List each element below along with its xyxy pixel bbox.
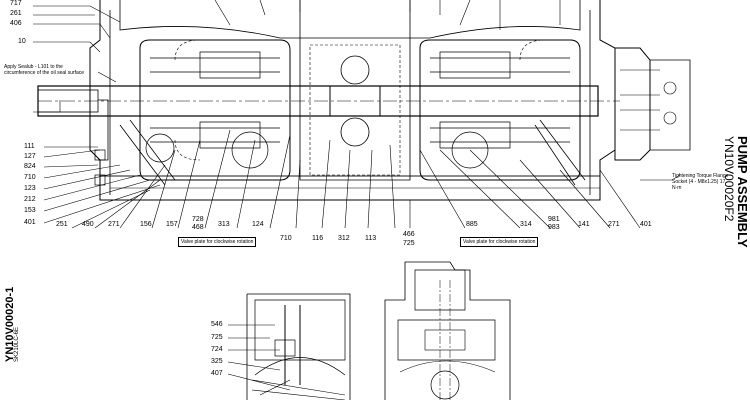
part-label: 885 xyxy=(466,221,478,228)
part-label: 468 xyxy=(192,224,204,231)
center-body-outline xyxy=(299,37,411,181)
part-label: 981 xyxy=(548,216,560,223)
left-cylinder-block xyxy=(139,39,291,181)
part-label: 312 xyxy=(338,235,350,242)
part-label: 407 xyxy=(211,370,223,377)
part-label: 156 xyxy=(140,221,152,228)
part-label: 113 xyxy=(365,235,377,242)
part-label: 466 xyxy=(403,231,415,238)
title-pump-assembly: PUMP ASSEMBLY xyxy=(735,136,750,248)
right-cylinder-block xyxy=(419,39,581,181)
part-label: 406 xyxy=(10,20,22,27)
sealant-note: Apply Sealub - L101 to the circumference… xyxy=(4,64,85,76)
part-label: 490 xyxy=(82,221,94,228)
part-label: 824 xyxy=(24,163,36,170)
lower-view-left xyxy=(246,293,351,400)
part-label: 153 xyxy=(24,207,36,214)
part-label: 717 xyxy=(10,0,22,7)
part-label: 124 xyxy=(252,221,264,228)
part-label: 141 xyxy=(578,221,590,228)
valve-plate-note-left: Valve plate for clockwise rotation xyxy=(178,237,257,247)
part-label: 10 xyxy=(18,38,26,45)
valve-plate-note-right: Valve plate for clockwise rotation xyxy=(460,237,539,247)
part-label: 261 xyxy=(10,10,22,17)
pump-housing-outline xyxy=(89,0,616,201)
part-label: 157 xyxy=(166,221,178,228)
part-label: 325 xyxy=(211,358,223,365)
part-label: 111 xyxy=(24,143,35,150)
part-label: 123 xyxy=(24,185,36,192)
part-label: 725 xyxy=(211,334,223,341)
part-label: 116 xyxy=(312,235,324,242)
part-label: 728 xyxy=(192,216,204,223)
part-label: 212 xyxy=(24,196,36,203)
sheet-code: SK210LC-6E xyxy=(14,326,20,362)
part-label: 710 xyxy=(24,174,36,181)
lower-view-right xyxy=(384,261,511,400)
part-label: 271 xyxy=(608,221,620,228)
part-label: 314 xyxy=(520,221,532,228)
part-label: 401 xyxy=(24,219,36,226)
part-label: 546 xyxy=(211,321,223,328)
torque-note: Tightening Torque Flange Socket (4 - M8x… xyxy=(672,173,729,191)
title-part-number: YN10V00020F2 xyxy=(722,136,736,222)
part-label: 251 xyxy=(56,221,68,228)
part-label: 724 xyxy=(211,346,223,353)
part-label: 271 xyxy=(108,221,120,228)
part-label: 983 xyxy=(548,224,560,231)
part-label: 313 xyxy=(218,221,230,228)
part-label: 401 xyxy=(640,221,652,228)
part-label: 127 xyxy=(24,153,36,160)
part-label: 725 xyxy=(403,240,415,247)
part-label: 710 xyxy=(280,235,292,242)
right-flange xyxy=(614,47,651,161)
